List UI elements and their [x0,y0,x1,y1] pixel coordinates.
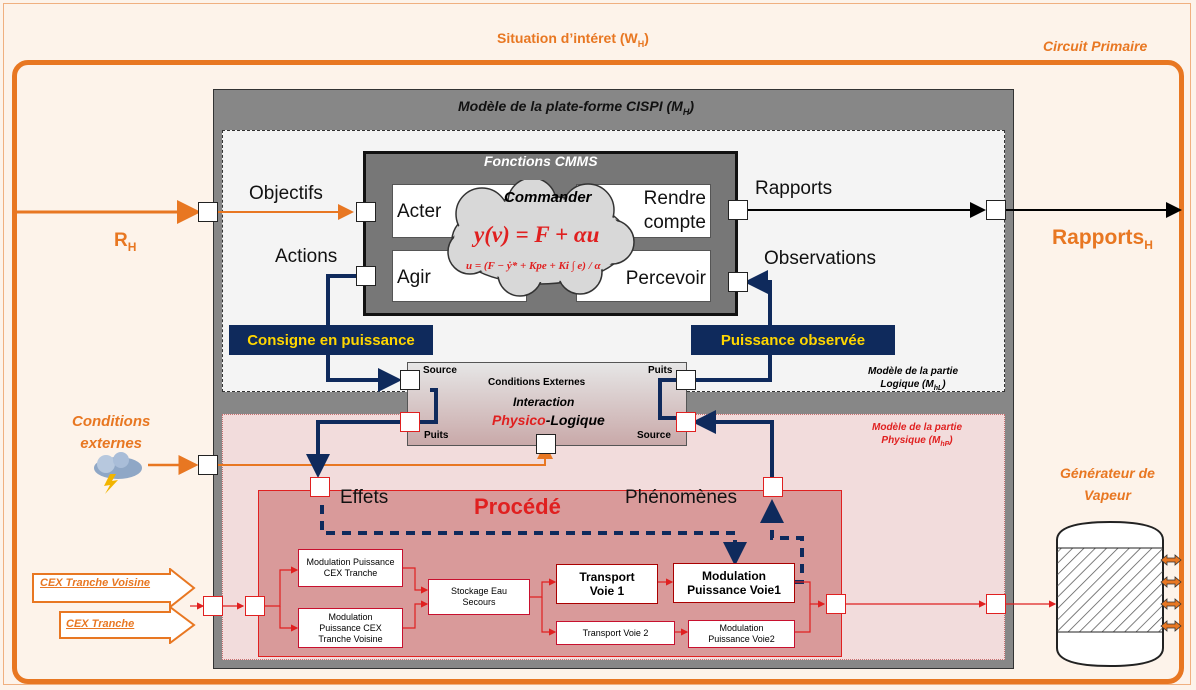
circuit-primaire-label: Circuit Primaire [1043,38,1148,54]
mod-cex-tranche-box: Modulation Puissance CEX Tranche [298,549,403,587]
steam-generator-icon [1056,520,1182,668]
cex-tranche-label: CEX Tranche [66,618,135,630]
consigne-label: Consigne en puissance [229,325,433,355]
port-source-br [676,412,696,432]
cex-arrows [32,568,196,644]
procede-title: Procédé [474,494,561,519]
actions-label: Actions [275,246,338,267]
control-law: u = (F − ẏ* + Kpe + Ki ∫ e) / α [466,260,601,272]
commander-cloud [447,180,635,297]
port-rapports [728,200,748,220]
port-source-tl [400,370,420,390]
rapports-label: Rapports [755,178,833,199]
port-rh-in [198,202,218,222]
port-cex-in [203,596,223,616]
storm-cloud-icon [94,452,142,494]
source-tl: Source [423,365,457,376]
port-objectifs [356,202,376,222]
port-rapports-out [986,200,1006,220]
port-procede-in [245,596,265,616]
interaction-box [407,362,687,446]
mod-voie1-box: Modulation Puissance Voie1 [673,563,795,603]
port-puits-bl [400,412,420,432]
port-procede-out [826,594,846,614]
phenomenes-label: Phénomènes [625,487,737,508]
mod-cex-voisine-box: Modulation Puissance CEX Tranche Voisine [298,608,403,648]
objectifs-label: Objectifs [249,183,323,204]
port-puits-tr [676,370,696,390]
effets-label: Effets [340,487,389,508]
puits-bl: Puits [424,430,449,441]
puits-tr: Puits [648,365,673,376]
port-interaction-bottom [536,434,556,454]
commander-label: Commander [504,189,592,206]
puissance-observee-label: Puissance observée [691,325,895,355]
port-conditions-in [198,455,218,475]
cex-voisine-label: CEX Tranche Voisine [40,577,151,589]
observations-label: Observations [764,248,876,269]
port-phenomenes [763,477,783,497]
transport2-box: Transport Voie 2 [556,621,675,645]
cmms-title: Fonctions CMMS [484,153,598,169]
platform-title: Modèle de la plate-forme CISPI (MH) [458,98,694,117]
port-actions [356,266,376,286]
conditions-externes-title: Conditions Externes [488,377,586,388]
rapports-h-label: RapportsH [1052,226,1153,253]
interaction-title: Interaction [513,395,575,409]
source-br: Source [637,430,671,441]
rh-label: RH [114,230,137,254]
situation-frame [3,3,1191,685]
port-observations [728,272,748,292]
port-gv-in [986,594,1006,614]
stockage-box: Stockage Eau Secours [428,579,530,615]
port-effets [310,477,330,497]
situation-title: Situation d’intéret (WH) [497,30,649,49]
mod-voie2-box: Modulation Puissance Voie2 [688,620,795,648]
circuit-primaire-frame [12,60,1184,684]
physico-logique: Physico-Logique [492,412,605,428]
transport1-box: Transport Voie 1 [556,564,658,604]
equation-y: y(v) = F + αu [474,222,600,247]
